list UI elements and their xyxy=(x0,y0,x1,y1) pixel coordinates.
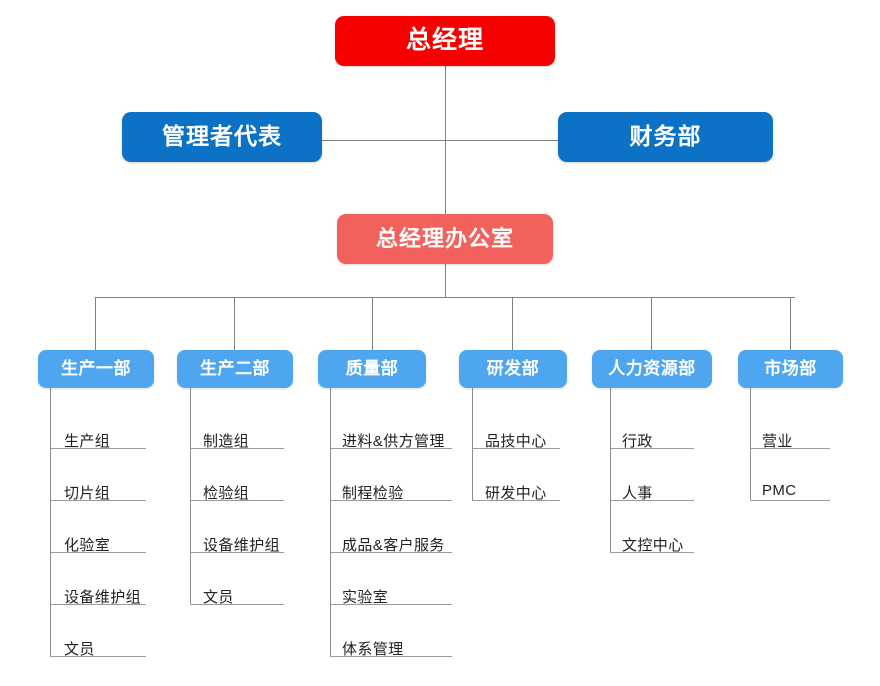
node-finance-department-label: 财务部 xyxy=(629,123,702,150)
subitem-underline-marketing-2 xyxy=(750,500,830,501)
connector-drop-dept-2 xyxy=(234,297,235,350)
subitem-rail-rnd xyxy=(472,388,473,500)
subitem-underline-quality-3 xyxy=(330,552,452,553)
node-department-production-1[interactable]: 生产一部 xyxy=(38,350,154,388)
subitem-production-1-1[interactable]: 生产组 xyxy=(64,433,111,450)
subitem-underline-quality-5 xyxy=(330,656,452,657)
subitem-production-1-5[interactable]: 文员 xyxy=(64,641,95,658)
subitem-production-1-2[interactable]: 切片组 xyxy=(64,485,111,502)
subitem-underline-rnd-1 xyxy=(472,448,560,449)
node-department-production-1-label: 生产一部 xyxy=(61,358,131,378)
subitem-hr-1[interactable]: 行政 xyxy=(622,433,653,450)
subitem-underline-production-2-3 xyxy=(190,552,284,553)
subitem-production-1-4[interactable]: 设备维护组 xyxy=(64,589,142,606)
subitem-underline-production-1-4 xyxy=(50,604,146,605)
subitem-hr-2[interactable]: 人事 xyxy=(622,485,653,502)
subitem-underline-production-2-2 xyxy=(190,500,284,501)
subitem-underline-quality-4 xyxy=(330,604,452,605)
node-department-marketing-label: 市场部 xyxy=(764,358,817,378)
subitem-underline-production-1-1 xyxy=(50,448,146,449)
node-finance-department[interactable]: 财务部 xyxy=(558,112,773,162)
subitem-underline-production-1-3 xyxy=(50,552,146,553)
connector-department-bus xyxy=(95,297,795,298)
subitem-rail-marketing xyxy=(750,388,751,500)
subitem-underline-quality-2 xyxy=(330,500,452,501)
node-department-hr[interactable]: 人力资源部 xyxy=(592,350,712,388)
subitem-rail-production-2 xyxy=(190,388,191,604)
subitem-quality-5[interactable]: 体系管理 xyxy=(342,641,404,658)
subitem-underline-production-1-2 xyxy=(50,500,146,501)
node-management-representative-label: 管理者代表 xyxy=(162,123,282,150)
node-department-hr-label: 人力资源部 xyxy=(608,358,696,378)
node-department-production-2-label: 生产二部 xyxy=(200,358,270,378)
subitem-underline-marketing-1 xyxy=(750,448,830,449)
node-general-manager[interactable]: 总经理 xyxy=(335,16,555,66)
subitem-rail-hr xyxy=(610,388,611,552)
connector-drop-dept-4 xyxy=(512,297,513,350)
subitem-underline-quality-1 xyxy=(330,448,452,449)
connector-level2-bar xyxy=(322,140,558,141)
subitem-rnd-2[interactable]: 研发中心 xyxy=(485,485,547,502)
node-department-production-2[interactable]: 生产二部 xyxy=(177,350,293,388)
subitem-marketing-2[interactable]: PMC xyxy=(762,482,797,499)
subitem-rail-quality xyxy=(330,388,331,656)
subitem-production-2-4[interactable]: 文员 xyxy=(203,589,234,606)
subitem-hr-3[interactable]: 文控中心 xyxy=(622,537,684,554)
subitem-underline-rnd-2 xyxy=(472,500,560,501)
node-department-quality-label: 质量部 xyxy=(345,358,399,378)
node-general-manager-office-label: 总经理办公室 xyxy=(375,225,514,251)
subitem-production-2-2[interactable]: 检验组 xyxy=(203,485,250,502)
connector-drop-dept-1 xyxy=(95,297,96,350)
subitem-rail-production-1 xyxy=(50,388,51,656)
subitem-quality-3[interactable]: 成品&客户服务 xyxy=(342,537,445,554)
node-general-manager-label: 总经理 xyxy=(405,26,484,55)
subitem-quality-1[interactable]: 进料&供方管理 xyxy=(342,433,445,450)
node-department-marketing[interactable]: 市场部 xyxy=(738,350,843,388)
node-department-quality[interactable]: 质量部 xyxy=(318,350,426,388)
connector-drop-dept-5 xyxy=(651,297,652,350)
subitem-production-1-3[interactable]: 化验室 xyxy=(64,537,111,554)
node-department-rnd[interactable]: 研发部 xyxy=(459,350,567,388)
subitem-underline-hr-3 xyxy=(610,552,694,553)
node-department-rnd-label: 研发部 xyxy=(486,358,540,378)
node-general-manager-office[interactable]: 总经理办公室 xyxy=(337,214,553,264)
node-management-representative[interactable]: 管理者代表 xyxy=(122,112,322,162)
subitem-quality-2[interactable]: 制程检验 xyxy=(342,485,404,502)
subitem-underline-production-1-5 xyxy=(50,656,146,657)
subitem-quality-4[interactable]: 实验室 xyxy=(342,589,389,606)
connector-drop-dept-3 xyxy=(372,297,373,350)
subitem-rnd-1[interactable]: 品技中心 xyxy=(485,433,547,450)
subitem-underline-production-2-4 xyxy=(190,604,284,605)
subitem-underline-production-2-1 xyxy=(190,448,284,449)
subitem-underline-hr-2 xyxy=(610,500,694,501)
connector-office-to-bus xyxy=(445,264,446,297)
connector-drop-dept-6 xyxy=(790,297,791,350)
subitem-underline-hr-1 xyxy=(610,448,694,449)
subitem-production-2-3[interactable]: 设备维护组 xyxy=(203,537,281,554)
subitem-marketing-1[interactable]: 营业 xyxy=(762,433,793,450)
subitem-production-2-1[interactable]: 制造组 xyxy=(203,433,250,450)
